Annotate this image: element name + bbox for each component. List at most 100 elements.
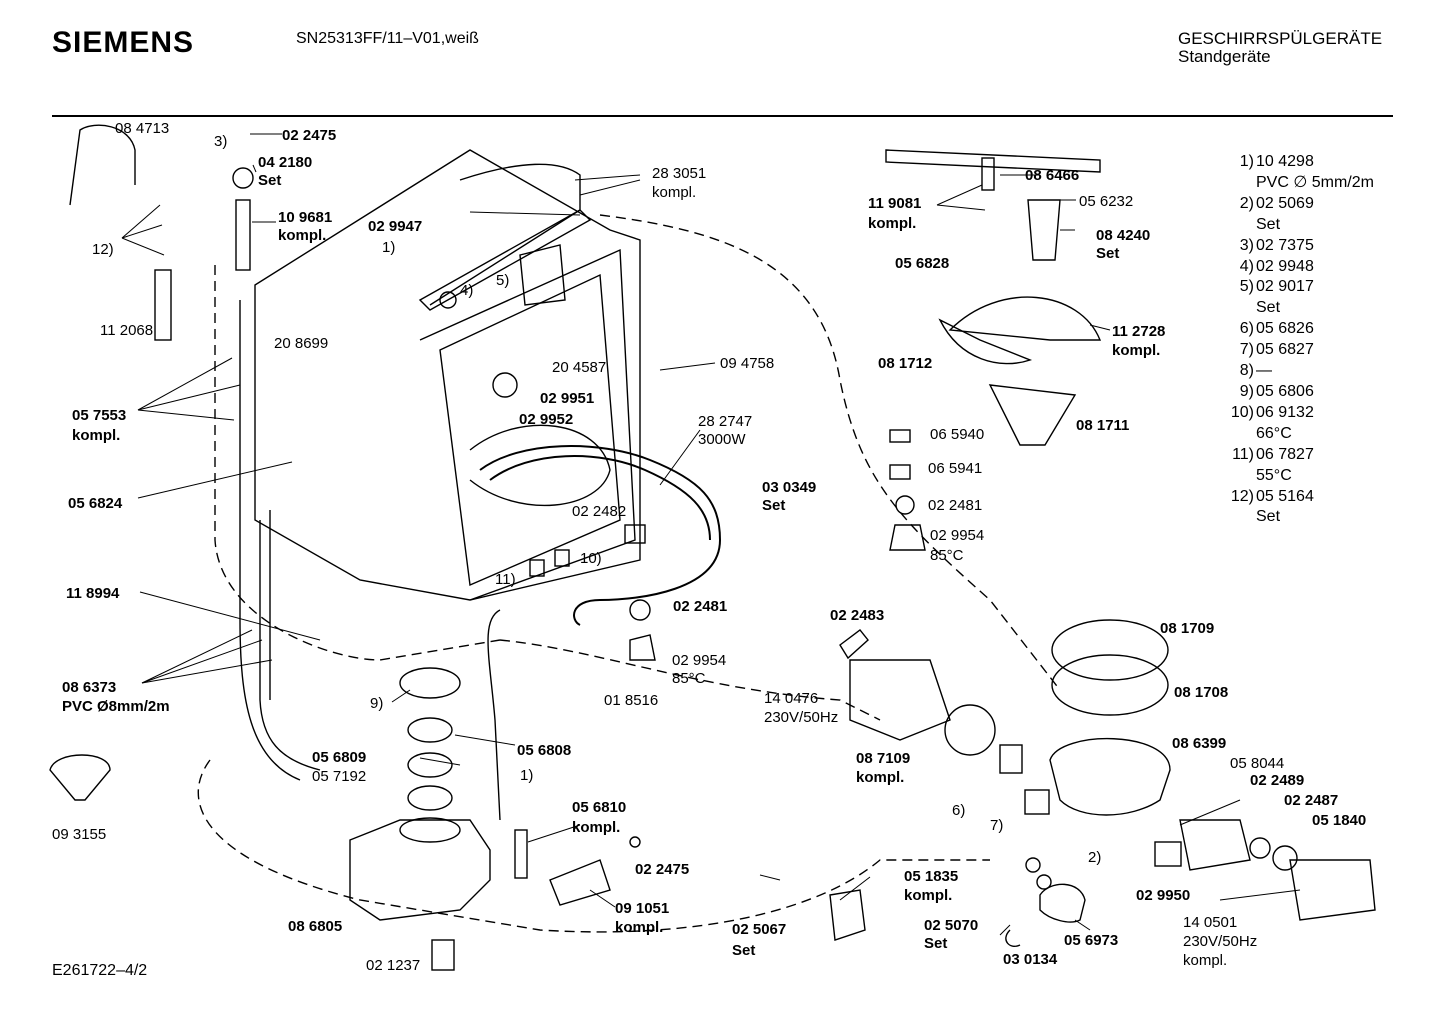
spray-arm-hub [981, 157, 995, 191]
header-rule [52, 115, 1393, 117]
label-056809: 05 6809 [312, 749, 366, 766]
ref-3: 3) [214, 133, 227, 150]
label-283051-kompl: kompl. [652, 184, 696, 201]
legend-row: 6)05 6826 [1218, 319, 1374, 340]
label-022475-b: 02 2475 [635, 861, 689, 878]
label-3000w: 3000W [698, 431, 746, 448]
legend-ref-number: 5) [1239, 278, 1254, 296]
cone-part [839, 629, 869, 660]
label-85c-side: 85°C [930, 547, 964, 564]
base-link-dashed [499, 639, 881, 721]
sump-ring-1 [407, 717, 453, 743]
ref-6: 6) [952, 802, 965, 819]
cabinet-dashed-outline [214, 265, 501, 661]
legend-row: PVC ∅ 5mm/2m [1218, 173, 1374, 194]
ref-1-top: 1) [382, 239, 395, 256]
legend-part-value: 55°C [1256, 466, 1292, 484]
label-029951: 02 9951 [540, 390, 594, 407]
label-022483: 02 2483 [830, 607, 884, 624]
ref-10: 10) [580, 550, 602, 567]
sump-filter-cap [399, 667, 461, 699]
legend-part-value: Set [1256, 299, 1281, 317]
label-119081: 11 9081 [868, 195, 921, 212]
label-283051: 28 3051 [652, 165, 706, 182]
label-084240: 08 4240 [1096, 227, 1150, 244]
label-056232: 05 6232 [1079, 193, 1133, 210]
right-hose [487, 609, 501, 821]
ref-5: 5) [496, 272, 509, 289]
legend-ref-number [1218, 173, 1256, 194]
drain-valve [829, 889, 866, 941]
label-204587: 20 4587 [552, 359, 606, 376]
label-pvc8: PVC Ø8mm/2m [62, 698, 170, 715]
spray-nozzle [492, 372, 518, 398]
legend-part-value: Set [1256, 215, 1281, 233]
label-091051: 09 1051 [615, 900, 669, 917]
funnel [49, 754, 111, 801]
label-081708: 08 1708 [1174, 684, 1228, 701]
legend-row: Set [1218, 507, 1374, 528]
label-029952: 02 9952 [519, 411, 573, 428]
element-part [514, 829, 528, 879]
label-065941: 06 5941 [928, 460, 982, 477]
label-051835: 05 1835 [904, 868, 958, 885]
label-029954-main: 02 9954 [672, 652, 726, 669]
label-065940: 06 5940 [930, 426, 984, 443]
label-087109: 08 7109 [856, 750, 910, 767]
label-087109-kompl: kompl. [856, 769, 904, 786]
drain-pump [1289, 859, 1376, 921]
label-112728: 11 2728 [1112, 323, 1165, 340]
label-208699: 20 8699 [274, 335, 328, 352]
legend-ref-number: 10) [1230, 403, 1254, 421]
category-line-1: GESCHIRRSPÜLGERÄTE [1178, 29, 1383, 48]
label-140501-voltage: 230V/50Hz [1183, 933, 1257, 950]
legend-ref-number: 9) [1239, 382, 1254, 400]
legend-part-value: 02 5069 [1256, 194, 1314, 212]
switch-part-2 [889, 464, 911, 480]
legend-part-value: Set [1256, 508, 1281, 526]
label-112728-kompl: kompl. [1112, 342, 1160, 359]
drawing-id: E261722–4/2 [52, 962, 148, 979]
label-112068: 11 2068 [100, 322, 153, 339]
legend-ref-number: 11) [1232, 445, 1254, 463]
label-118994: 11 8994 [66, 585, 120, 602]
legend-part-value: 66°C [1256, 424, 1292, 442]
legend-row: 3)02 7375 [1218, 236, 1374, 257]
spray-rail [418, 209, 592, 311]
legend-part-value: PVC ∅ 5mm/2m [1256, 173, 1374, 191]
label-057553-kompl: kompl. [72, 427, 120, 444]
label-025070-set: Set [924, 935, 947, 952]
label-093155: 09 3155 [52, 826, 106, 843]
label-140476: 14 0476 [764, 690, 818, 707]
legend-part-value: 05 6827 [1256, 341, 1314, 359]
brand-logo: SIEMENS [52, 26, 195, 59]
label-051840: 05 1840 [1312, 812, 1366, 829]
legend-row: 1)10 4298 [1218, 152, 1374, 173]
label-058044: 05 8044 [1230, 755, 1284, 772]
legend-row: 7)05 6827 [1218, 340, 1374, 361]
pump-volute [944, 704, 996, 756]
base-ring-top [1051, 619, 1169, 681]
inlet-pipe [235, 199, 251, 271]
legend-row: 8)— [1218, 361, 1374, 382]
label-030349-set: Set [762, 497, 785, 514]
label-025070: 02 5070 [924, 917, 978, 934]
filter-cone [1027, 199, 1061, 261]
ref-4: 4) [460, 282, 473, 299]
upper-spray-arm [885, 149, 1101, 173]
heater-thermostat [629, 634, 656, 661]
legend-part-value: 02 7375 [1256, 236, 1314, 254]
thermostat-2 [554, 549, 570, 567]
label-042180: 04 2180 [258, 154, 312, 171]
door-hinge-bracket [519, 244, 566, 306]
legend-part-value: 05 5164 [1256, 487, 1314, 505]
legend-ref-number: 2) [1239, 194, 1254, 212]
label-021237: 02 1237 [366, 957, 420, 974]
gasket-1 [1154, 841, 1182, 867]
sump-housing [349, 819, 491, 921]
tub-outline [254, 149, 641, 601]
label-056808: 05 6808 [517, 742, 571, 759]
label-109681: 10 9681 [278, 209, 332, 226]
base-ring-bottom [1051, 654, 1169, 716]
